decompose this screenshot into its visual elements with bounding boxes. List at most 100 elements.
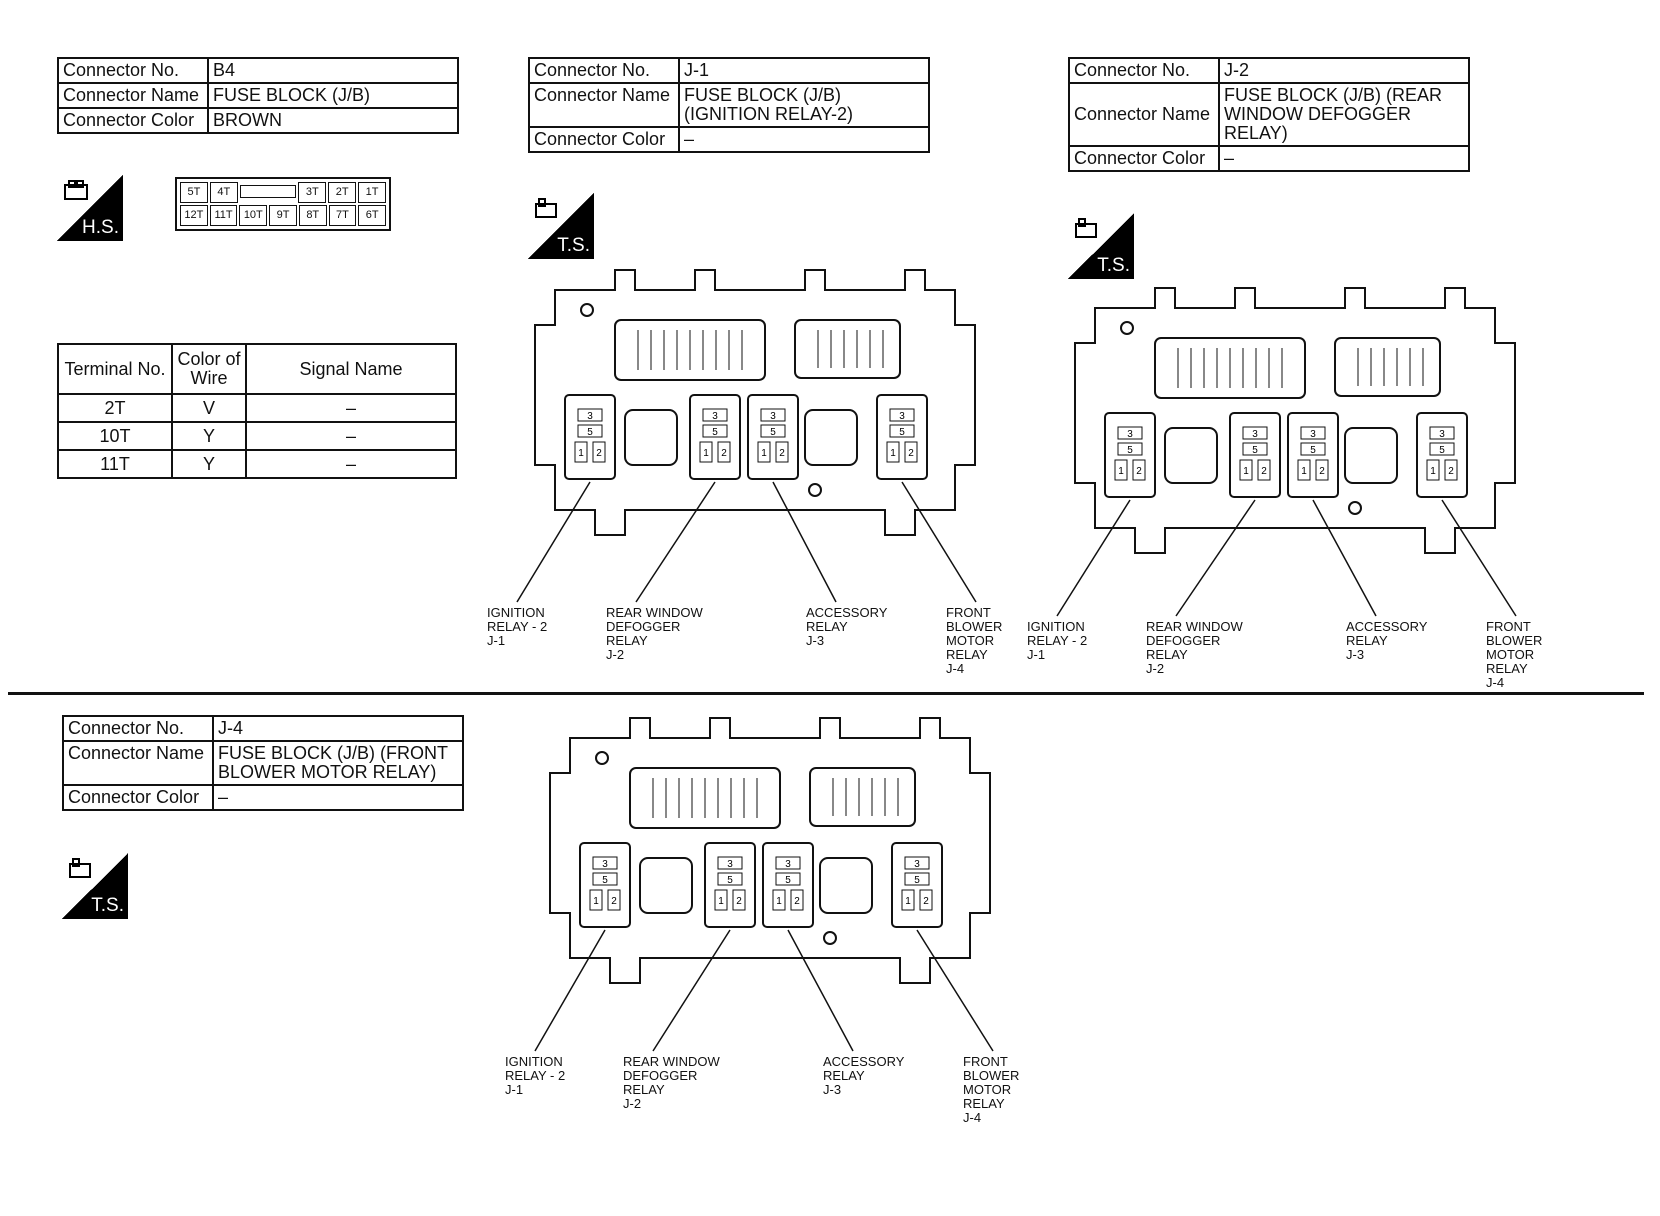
connector-icon xyxy=(1075,218,1097,238)
relay-pin xyxy=(1444,459,1458,481)
relay-pin xyxy=(919,889,933,911)
connector-color-value: – xyxy=(1218,145,1470,172)
relay-pin-label: 5 xyxy=(1439,445,1445,456)
callout-line xyxy=(516,481,591,603)
callout-label: IGNITION RELAY - 2 J-1 xyxy=(1027,619,1088,662)
relay-pin-label: 1 xyxy=(1430,466,1436,477)
pin-blank xyxy=(239,185,297,198)
connector-no-label: Connector No. xyxy=(57,57,209,84)
callout-label: FRONT BLOWER MOTOR RELAY J-4 xyxy=(963,1054,1020,1125)
relay-pin-label: 2 xyxy=(1319,466,1325,477)
connector-no-label: Connector No. xyxy=(1068,57,1220,84)
relay-pin-label: 2 xyxy=(908,448,914,459)
ts-badge: T.S. xyxy=(528,193,594,259)
relay-socket xyxy=(1287,412,1339,498)
relay-pin xyxy=(717,856,743,870)
relay-pin xyxy=(702,408,728,422)
plug-receptacle xyxy=(804,409,858,466)
plug-receptacle xyxy=(1164,427,1218,484)
plug-receptacle xyxy=(1344,427,1398,484)
multi-pin-connector xyxy=(809,767,916,827)
relay-pin-label: 3 xyxy=(770,411,776,422)
connector-name-value: FUSE BLOCK (J/B) (REAR WINDOW DEFOGGER R… xyxy=(1218,82,1470,147)
relay-pin xyxy=(775,872,801,886)
relay-pin-label: 3 xyxy=(1439,429,1445,440)
ts-badge: T.S. xyxy=(1068,213,1134,279)
connector-name-value: FUSE BLOCK (J/B) (IGNITION RELAY-2) xyxy=(678,82,930,128)
connector-name-label: Connector Name xyxy=(1068,82,1220,147)
relay-pin-label: 1 xyxy=(1243,466,1249,477)
relay-socket xyxy=(689,394,741,480)
relay-pin xyxy=(889,424,915,438)
callout-line xyxy=(1312,499,1377,617)
relay-pin-label: 3 xyxy=(727,859,733,870)
relay-pin xyxy=(904,872,930,886)
multi-pin-connector xyxy=(629,767,781,829)
relay-pin xyxy=(592,856,618,870)
relay-pin xyxy=(717,441,731,463)
callout-label: REAR WINDOW DEFOGGER RELAY J-2 xyxy=(623,1054,720,1111)
plug-receptacle xyxy=(639,857,693,914)
pin: 5T xyxy=(180,182,208,203)
relay-pin-label: 1 xyxy=(890,448,896,459)
relay-pin xyxy=(1297,459,1311,481)
color-header: Color of Wire xyxy=(171,343,247,395)
callout-line xyxy=(1056,499,1131,617)
connector-icon xyxy=(69,858,91,878)
relay-pin xyxy=(760,424,786,438)
connector-name-label: Connector Name xyxy=(57,82,209,109)
relay-pin xyxy=(1117,426,1143,440)
connector-no-label: Connector No. xyxy=(528,57,680,84)
relay-pin xyxy=(1300,426,1326,440)
relay-pin-label: 3 xyxy=(785,859,791,870)
relay-pin-label: 3 xyxy=(712,411,718,422)
relay-pin xyxy=(1114,459,1128,481)
signal-name: – xyxy=(245,449,457,479)
relay-socket xyxy=(891,842,943,928)
callout-line xyxy=(534,929,606,1052)
relay-pin-label: 2 xyxy=(779,448,785,459)
callout-line xyxy=(1175,499,1256,617)
callout-line xyxy=(635,481,716,603)
relay-pin xyxy=(904,441,918,463)
relay-socket xyxy=(876,394,928,480)
fuse-block-outline xyxy=(549,717,991,984)
connector-color-label: Connector Color xyxy=(57,107,209,134)
relay-pin-label: 5 xyxy=(602,875,608,886)
relay-pin xyxy=(760,408,786,422)
relay-pin xyxy=(1426,459,1440,481)
relay-pin-label: 5 xyxy=(770,427,776,438)
relay-pin-label: 1 xyxy=(761,448,767,459)
pin: 7T xyxy=(328,205,357,226)
relay-pin-label: 5 xyxy=(785,875,791,886)
relay-pin xyxy=(574,441,588,463)
terminal-header: Terminal No. xyxy=(57,343,173,395)
relay-pin xyxy=(732,889,746,911)
connector-icon xyxy=(535,198,557,218)
multi-pin-connector xyxy=(1154,337,1306,399)
relay-pin xyxy=(1315,459,1329,481)
multi-pin-connector xyxy=(794,319,901,379)
relay-socket xyxy=(564,394,616,480)
relay-pin xyxy=(1257,459,1271,481)
callout-line xyxy=(901,481,977,603)
connector-color-label: Connector Color xyxy=(1068,145,1220,172)
relay-socket xyxy=(1229,412,1281,498)
pin: 12T xyxy=(180,205,208,226)
pin: 8T xyxy=(298,205,327,226)
relay-socket xyxy=(579,842,631,928)
relay-pin-label: 5 xyxy=(727,875,733,886)
pin: 6T xyxy=(358,205,387,226)
hs-badge: H.S. xyxy=(57,175,123,241)
relay-pin-label: 3 xyxy=(1310,429,1316,440)
connector-color-label: Connector Color xyxy=(62,784,214,811)
terminal-table-b4: Terminal No. Color of Wire Signal Name 2… xyxy=(57,343,457,479)
callout-label: IGNITION RELAY - 2 J-1 xyxy=(505,1054,566,1097)
callout-label: REAR WINDOW DEFOGGER RELAY J-2 xyxy=(606,605,703,662)
relay-pin xyxy=(1239,459,1253,481)
relay-pin xyxy=(1429,442,1455,456)
connector-no-value: B4 xyxy=(207,57,459,84)
